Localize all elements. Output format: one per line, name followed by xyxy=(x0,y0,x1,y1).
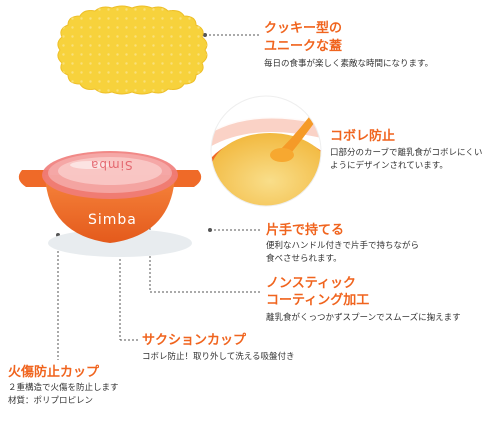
burn-guard-title: 火傷防止カップ xyxy=(8,365,100,380)
suction-desc: コボレ防止！取り外して洗える吸盤付き xyxy=(142,352,295,362)
zoom-inset-image xyxy=(210,95,322,207)
nonstick-desc: 離乳食がくっつかずスプーンでスムーズに掬えます xyxy=(266,313,461,323)
lid-brand-text: Simba xyxy=(90,158,133,172)
bowl-image xyxy=(18,151,202,257)
anti-spill-title: コボレ防止 xyxy=(330,129,396,144)
lid-title-line2: ユニークな蓋 xyxy=(264,39,343,54)
anti-spill-desc-line1: 口部分のカーブで離乳食がコボレにくい xyxy=(330,148,483,158)
handle-desc-line2: 食べさせられます。 xyxy=(266,254,342,264)
nonstick-title-line1: ノンスティック xyxy=(266,276,356,291)
handle-desc-line1: 便利なハンドル付きで片手で持ちながら xyxy=(266,241,420,251)
cookie-lid-image xyxy=(57,5,208,95)
lid-desc: 毎日の食事が楽しく素敵な時間になります。 xyxy=(264,59,434,69)
bowl-brand-text: Simba xyxy=(88,212,137,228)
nonstick-title-line2: コーティング加工 xyxy=(266,293,370,308)
suction-title: サクションカップ xyxy=(142,333,247,348)
handle-title: 片手で持てる xyxy=(266,223,345,238)
burn-guard-desc-line2: 材質：ポリプロピレン xyxy=(8,396,94,406)
burn-guard-desc-line1: ２重構造で火傷を防止します xyxy=(8,383,119,393)
lid-title-line1: クッキー型の xyxy=(264,21,343,36)
anti-spill-desc-line2: ようにデザインされています。 xyxy=(330,161,448,171)
